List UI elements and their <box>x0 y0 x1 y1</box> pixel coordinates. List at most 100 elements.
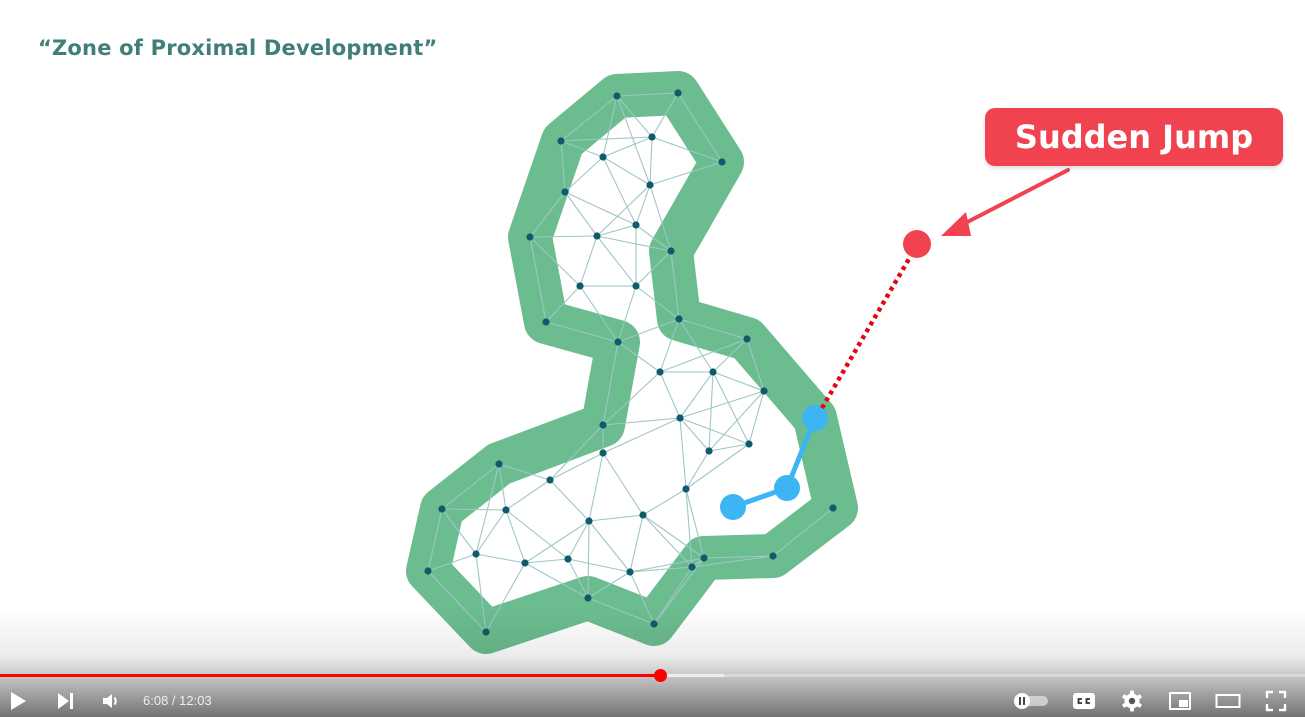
network-edge <box>679 371 714 419</box>
network-edge <box>596 235 637 287</box>
sudden-jump-callout: Sudden Jump <box>985 108 1283 166</box>
network-node <box>743 335 751 343</box>
network-edge <box>602 417 681 426</box>
autoplay-toggle[interactable] <box>1012 690 1050 712</box>
network-edge <box>616 95 651 186</box>
network-edge <box>475 463 500 555</box>
network-edge <box>602 452 644 516</box>
time-current: 6:08 <box>143 693 169 708</box>
network-edge <box>579 235 598 287</box>
network-edge <box>712 371 750 445</box>
fullscreen-icon <box>1265 690 1287 711</box>
network-edge <box>567 558 631 573</box>
learner-path <box>720 405 828 520</box>
network-edge <box>685 443 750 490</box>
network-edge <box>545 321 619 343</box>
network-edge <box>635 250 672 287</box>
network-edge <box>564 156 604 193</box>
play-icon <box>11 691 26 710</box>
network-node <box>632 221 640 229</box>
network-edge <box>560 140 566 193</box>
network-edge <box>708 371 714 452</box>
network-edge <box>545 285 581 323</box>
settings-button[interactable] <box>1114 684 1150 717</box>
network-node <box>557 137 565 145</box>
network-node <box>599 449 607 457</box>
network-edge <box>602 95 618 158</box>
network-node <box>521 559 529 567</box>
network-edge <box>602 156 637 226</box>
time-display: 6:08 / 12:03 <box>143 693 212 708</box>
learner-path-node <box>774 475 800 501</box>
network-node <box>599 153 607 161</box>
learner-path-node <box>802 405 828 431</box>
network-node <box>614 338 622 346</box>
network-edge <box>629 566 693 573</box>
network-node <box>648 133 656 141</box>
network-edge <box>659 371 681 419</box>
volume-button[interactable] <box>93 684 129 717</box>
theater-mode-button[interactable] <box>1210 684 1246 717</box>
volume-icon <box>103 693 117 708</box>
network-edge <box>708 390 765 452</box>
network-node <box>482 628 490 636</box>
network-edge <box>635 184 651 226</box>
network-edge <box>524 520 590 564</box>
network-edge <box>679 390 765 419</box>
network-edge <box>617 341 661 373</box>
network-edge <box>579 285 619 343</box>
network-node <box>674 89 682 97</box>
progress-scrubber[interactable] <box>654 669 668 682</box>
network-edge <box>529 191 566 238</box>
network-edge <box>475 509 507 555</box>
network-node <box>546 476 554 484</box>
network-edge <box>617 285 637 343</box>
network-edge <box>427 553 477 572</box>
network-edge <box>602 341 619 426</box>
network-node <box>495 460 503 468</box>
captions-button[interactable] <box>1066 684 1102 717</box>
network-edge <box>588 520 631 573</box>
network-node <box>526 233 534 241</box>
network-edge <box>712 338 748 373</box>
network-edge <box>564 191 598 237</box>
network-edge <box>498 463 551 481</box>
network-edge <box>679 417 687 490</box>
network-edge <box>635 224 672 252</box>
network-edge <box>505 509 569 560</box>
network-edge <box>567 520 590 560</box>
sudden-jump-marker <box>820 168 1070 410</box>
network-edge <box>596 235 672 252</box>
network-node <box>675 315 683 323</box>
network-nodes <box>424 89 837 636</box>
network-edge <box>596 184 651 237</box>
network-node <box>632 282 640 290</box>
fullscreen-button[interactable] <box>1258 684 1294 717</box>
player-controls: 6:08 / 12:03 <box>0 684 1305 717</box>
network-edge <box>670 250 680 320</box>
network-edge <box>616 92 679 97</box>
network-edge <box>679 417 750 445</box>
progress-played <box>0 674 661 677</box>
network-edge <box>649 184 672 252</box>
network-edge <box>616 95 653 138</box>
miniplayer-button[interactable] <box>1162 684 1198 717</box>
network-edge <box>685 488 705 559</box>
network-node <box>424 567 432 575</box>
network-edge <box>588 452 604 522</box>
network-node <box>682 485 690 493</box>
network-edge <box>602 156 651 186</box>
network-edge <box>588 514 644 522</box>
callout-arrow-head <box>941 212 971 236</box>
sudden-jump-line <box>820 250 915 410</box>
network-edge <box>748 390 765 445</box>
network-edge <box>642 514 705 559</box>
next-button[interactable] <box>48 684 84 717</box>
network-node <box>542 318 550 326</box>
autoplay-toggle-icon <box>1014 693 1048 709</box>
network-node <box>829 504 837 512</box>
play-button[interactable] <box>0 684 36 717</box>
progress-bar[interactable] <box>0 669 1305 682</box>
